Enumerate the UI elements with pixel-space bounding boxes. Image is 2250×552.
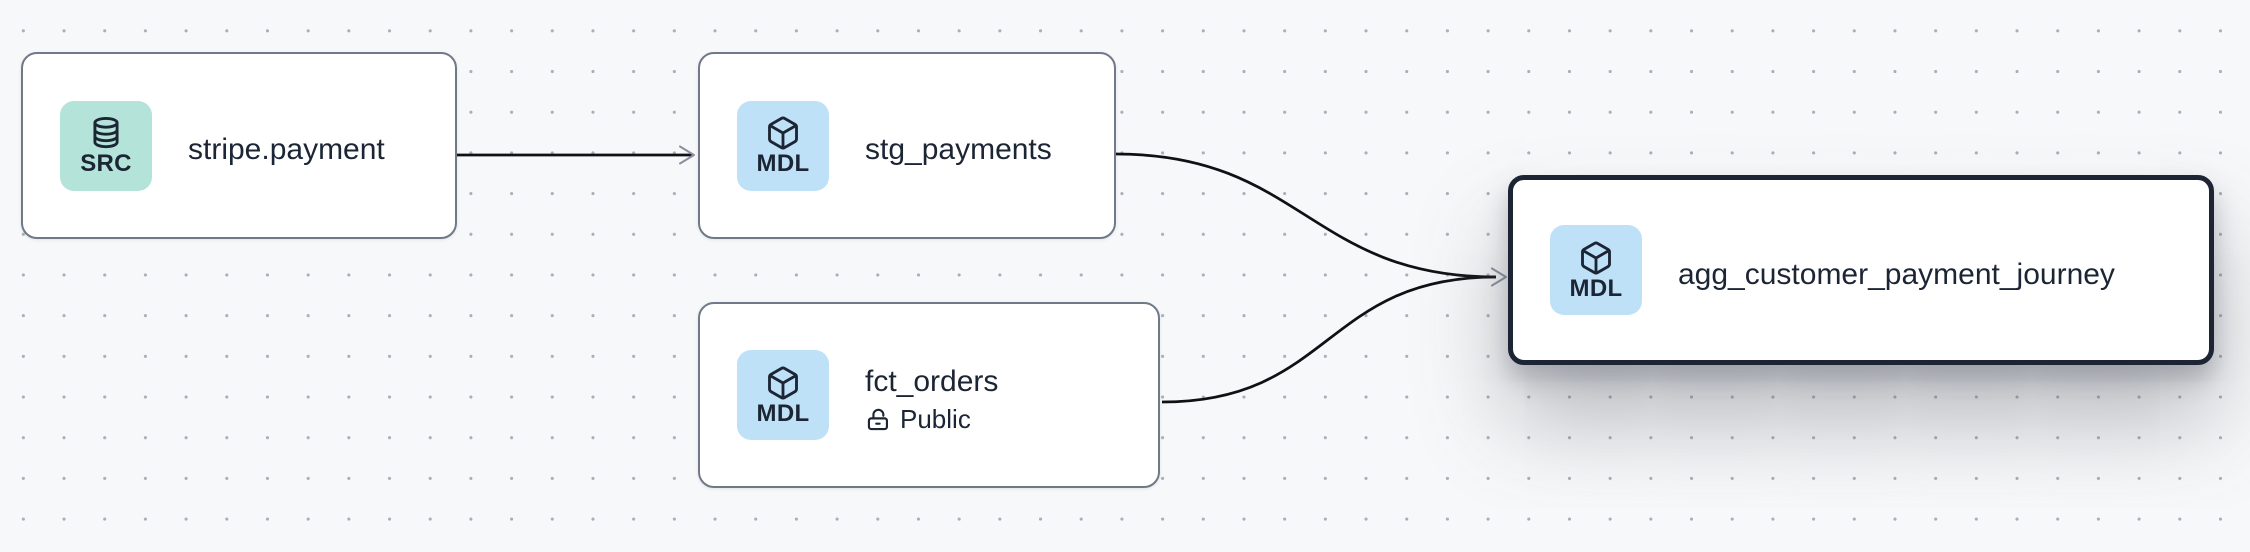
- badge-label: MDL: [1569, 274, 1623, 302]
- node-title: stripe.payment: [188, 133, 385, 166]
- node-stripe-payment[interactable]: SRC stripe.payment: [21, 52, 457, 239]
- node-fct-orders[interactable]: MDL fct_orders Public: [698, 302, 1160, 488]
- arrowhead-agg: [1490, 267, 1508, 287]
- lock-open-icon: [867, 408, 889, 430]
- edge-stg-payments-to-agg: [1115, 152, 1497, 279]
- access-row: Public: [865, 405, 998, 434]
- badge-label: SRC: [80, 150, 132, 177]
- node-agg-customer-payment-journey[interactable]: MDL agg_customer_payment_journey: [1508, 175, 2214, 365]
- access-label: Public: [900, 403, 971, 434]
- cube-icon: [765, 365, 801, 401]
- database-icon: [88, 115, 124, 151]
- model-badge: MDL: [1550, 225, 1642, 315]
- model-badge: MDL: [737, 350, 829, 440]
- node-stg-payments[interactable]: MDL stg_payments: [698, 52, 1116, 239]
- edge-fct-orders-to-agg: [1161, 275, 1497, 404]
- badge-label: MDL: [756, 399, 810, 427]
- cube-icon: [765, 115, 801, 151]
- source-badge: SRC: [60, 100, 152, 191]
- node-title: fct_orders: [865, 364, 999, 398]
- node-title: agg_customer_payment_journey: [1678, 257, 2115, 291]
- node-title: stg_payments: [865, 133, 1052, 166]
- model-badge: MDL: [737, 100, 829, 191]
- cube-icon: [1578, 240, 1614, 276]
- badge-label: MDL: [756, 150, 810, 177]
- arrowhead-stg-payments: [678, 145, 696, 165]
